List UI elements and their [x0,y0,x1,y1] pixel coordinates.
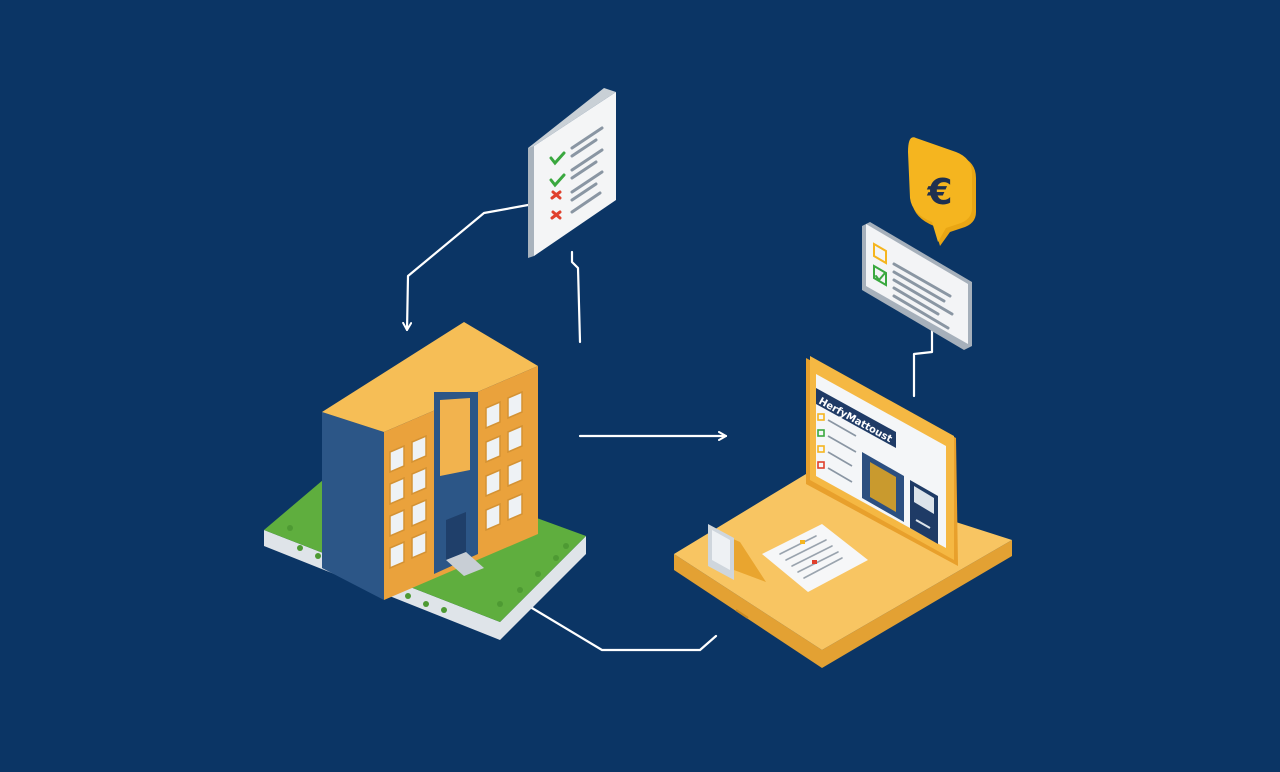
building-icon [264,322,586,640]
form-lines [892,262,954,330]
checklist-item-rejected [550,170,604,202]
building-windows [389,390,523,570]
checklist-item-checked [549,148,604,188]
form-option-unchecked [873,242,887,265]
checklist-icon [528,88,616,258]
connectors [402,203,934,652]
form-option-checked [873,264,887,287]
building-door [446,512,466,560]
euro-icon: € [908,137,976,246]
checklist-item-rejected [550,191,602,220]
form-to-screen-line [912,328,934,398]
checklist-to-building-arrow [402,203,530,332]
screen-header-bar [816,388,896,448]
checklist-item-checked [549,126,604,166]
screen-door-image [870,462,896,512]
card-holder-icon [708,524,766,582]
building-side-wall [322,412,384,600]
form-icon [862,222,972,350]
workstation-to-building-arrow [520,600,718,652]
paper-document-icon [762,524,868,592]
laptop-icon: HerfyMattoust [674,356,1012,668]
screen-checklist [817,413,857,483]
building-roof [322,322,538,432]
building-entrance [446,552,484,576]
building-recess-side [440,398,470,476]
euro-symbol: € [926,172,952,213]
laptop-base-edge [674,540,1012,668]
checklist-drop-line [570,250,582,344]
